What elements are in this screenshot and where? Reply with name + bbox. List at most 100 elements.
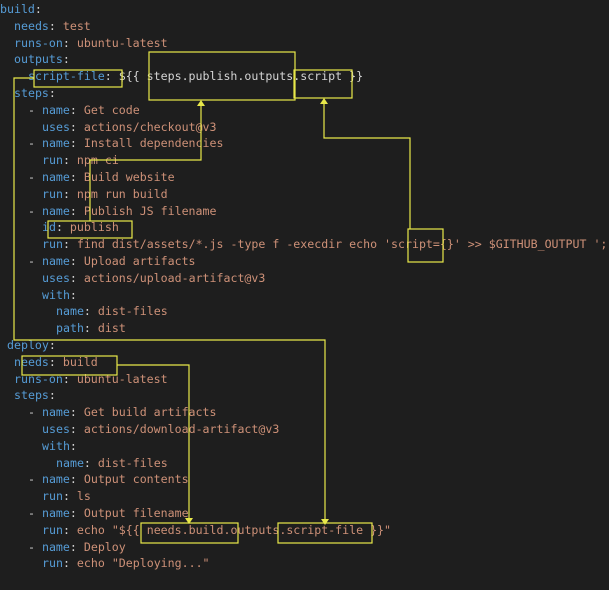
- yaml-key: name: [56, 455, 84, 470]
- yaml-value: actions/download-artifact@v3: [76, 422, 280, 436]
- yaml-value: dist: [90, 321, 126, 336]
- colon: :: [69, 405, 77, 420]
- yaml-key: name: [41, 506, 70, 520]
- list-dash: -: [28, 102, 42, 117]
- yaml-key: needs: [14, 354, 49, 369]
- colon: :: [62, 35, 70, 50]
- code-line: runs-on: ubuntu-latest: [14, 371, 168, 388]
- yaml-value: actions/checkout@v3: [76, 119, 217, 134]
- yaml-key: build: [0, 2, 35, 16]
- colon: :: [69, 102, 77, 117]
- code-line: - name: Build website: [28, 169, 175, 186]
- code-line: needs: build: [14, 354, 98, 371]
- yaml-value: echo "Deploying...": [69, 556, 210, 571]
- yaml-key: name: [41, 136, 70, 151]
- code-line: path: dist: [56, 320, 126, 337]
- yaml-key: outputs: [14, 52, 63, 67]
- yaml-value: find dist/assets/*.js -type f -execdir e…: [69, 237, 609, 252]
- code-line: run: npm ci: [42, 152, 119, 169]
- code-line: - name: Upload artifacts: [28, 253, 196, 270]
- colon: :: [69, 170, 77, 184]
- yaml-value: dist-files: [90, 455, 168, 470]
- colon: :: [48, 354, 56, 369]
- yaml-value: ${{ steps.publish.outputs.script }}: [111, 69, 364, 84]
- colon: :: [62, 489, 70, 504]
- code-line: name: dist-files: [56, 455, 168, 472]
- list-dash: -: [28, 405, 42, 420]
- colon: :: [69, 119, 77, 134]
- colon: :: [83, 304, 91, 319]
- code-line: run: echo "${{ needs.build.outputs.scrip…: [42, 522, 391, 539]
- colon: :: [83, 455, 91, 470]
- colon: :: [62, 556, 70, 571]
- colon: :: [62, 52, 70, 67]
- yaml-key: needs: [14, 18, 49, 33]
- code-line: uses: actions/checkout@v3: [42, 119, 217, 136]
- yaml-value: npm ci: [69, 153, 119, 168]
- colon: :: [62, 153, 70, 168]
- code-line: steps:: [14, 387, 56, 404]
- code-line: outputs:: [14, 51, 70, 68]
- yaml-key: runs-on: [14, 35, 63, 50]
- code-line: id: publish: [42, 219, 119, 236]
- code-line: with:: [42, 438, 77, 455]
- list-dash: -: [28, 170, 42, 184]
- yaml-key: path: [56, 321, 84, 336]
- yaml-value: actions/upload-artifact@v3: [76, 270, 266, 285]
- code-line: - name: Output filename: [28, 505, 189, 522]
- list-dash: -: [28, 472, 42, 487]
- yaml-key: name: [41, 170, 70, 184]
- list-dash: -: [28, 506, 42, 520]
- yaml-value: ubuntu-latest: [69, 35, 168, 50]
- yaml-value: Publish JS filename: [76, 203, 217, 218]
- code-line: - name: Get build artifacts: [28, 404, 216, 421]
- yaml-key: run: [42, 556, 63, 571]
- yaml-value: Output filename: [76, 506, 189, 520]
- yaml-value: Upload artifacts: [76, 254, 196, 268]
- colon: :: [34, 2, 42, 16]
- yaml-key: name: [41, 472, 70, 487]
- yaml-key: with: [42, 438, 70, 453]
- yaml-key: name: [56, 304, 84, 319]
- yaml-key: run: [42, 489, 63, 504]
- code-line: build:: [0, 1, 42, 18]
- yaml-key: run: [42, 186, 63, 201]
- colon: :: [48, 338, 56, 352]
- colon: :: [69, 539, 77, 554]
- yaml-key: name: [41, 539, 70, 554]
- colon: :: [69, 287, 77, 302]
- colon: :: [62, 186, 70, 201]
- code-line: needs: test: [14, 18, 91, 35]
- yaml-value: dist-files: [90, 304, 168, 319]
- colon: :: [69, 422, 77, 436]
- yaml-key: steps: [14, 388, 49, 403]
- yaml-value: Output contents: [76, 472, 189, 487]
- yaml-key: runs-on: [14, 371, 63, 386]
- code-line: - name: Output contents: [28, 471, 189, 488]
- code-line: - name: Deploy: [28, 539, 126, 556]
- yaml-key: uses: [42, 422, 70, 436]
- yaml-key: uses: [42, 119, 70, 134]
- colon: :: [69, 472, 77, 487]
- colon: :: [69, 136, 77, 151]
- yaml-key: run: [42, 237, 63, 252]
- code-line: run: npm run build: [42, 186, 168, 203]
- colon: :: [69, 254, 77, 268]
- code-line: - name: Publish JS filename: [28, 203, 216, 220]
- yaml-value: echo "${{ needs.build.outputs.script-fil…: [69, 522, 392, 537]
- colon: :: [69, 438, 77, 453]
- yaml-value: Deploy: [76, 539, 126, 554]
- colon: :: [48, 86, 56, 100]
- yaml-key: steps: [14, 86, 49, 100]
- colon: :: [48, 18, 56, 33]
- yaml-key: name: [41, 405, 70, 420]
- yaml-key: run: [42, 522, 63, 537]
- code-line: run: find dist/assets/*.js -type f -exec…: [42, 236, 609, 253]
- colon: :: [62, 371, 70, 386]
- yaml-key: run: [42, 153, 63, 168]
- colon: :: [55, 220, 63, 235]
- colon: :: [83, 321, 91, 336]
- yaml-value: Install dependencies: [76, 136, 224, 151]
- code-line: uses: actions/download-artifact@v3: [42, 421, 279, 438]
